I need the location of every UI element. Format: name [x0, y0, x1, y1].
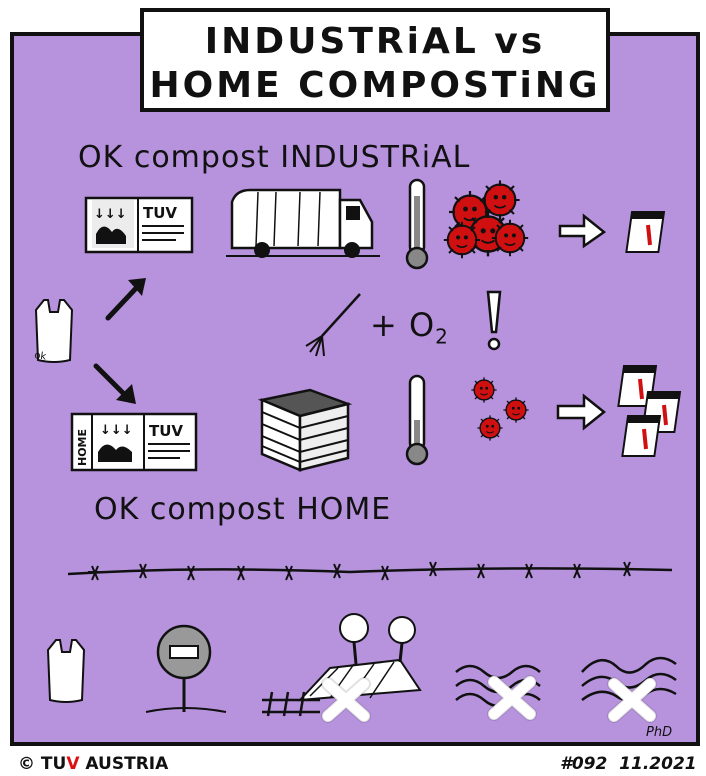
arrow-down-right-icon	[96, 366, 136, 404]
calendar-stack-icon	[618, 366, 680, 456]
compost-bin-icon	[262, 390, 348, 470]
bacteria-small-icon	[471, 377, 528, 440]
bag-logo-text: ok	[34, 350, 48, 363]
issue-date: 11.2021	[619, 754, 696, 774]
sea-water-icon	[582, 658, 676, 716]
issue-footer: #092 11.2021	[560, 754, 697, 774]
austria-text: AUSTRIA	[80, 754, 169, 774]
oxygen-label: + O2	[370, 306, 449, 348]
garden-field-icon	[262, 614, 420, 716]
plastic-bag-bottom-icon	[48, 640, 84, 702]
no-entry-sign-icon	[146, 626, 226, 712]
fresh-water-icon	[456, 666, 540, 714]
thermometer-hot-icon	[407, 180, 427, 268]
card-tuv-text: TUV	[143, 204, 177, 222]
pitchfork-icon	[306, 294, 360, 356]
card-arrows-text: ↓↓↓	[94, 207, 127, 222]
thermometer-mild-icon	[407, 376, 427, 464]
arrow-right-icon-bottom	[558, 396, 604, 428]
bacteria-large-icon	[444, 180, 528, 258]
barbed-wire-divider	[68, 562, 672, 580]
calendar-icon	[626, 212, 664, 252]
card-arrows-text-home: ↓↓↓	[100, 423, 133, 438]
copyright-footer: © TUV AUSTRIA	[18, 754, 168, 774]
arrow-up-right-icon	[108, 278, 146, 318]
garbage-truck-icon	[226, 190, 380, 258]
copyright-text: © TU	[18, 754, 66, 774]
oxygen-text: + O	[370, 306, 435, 344]
card-tuv-text-home: TUV	[149, 422, 183, 440]
issue-number: #092	[560, 754, 607, 774]
arrow-right-icon	[560, 216, 604, 246]
copyright-v: V	[66, 754, 79, 774]
oxygen-subscript: 2	[435, 324, 449, 348]
signature: PhD	[646, 725, 672, 740]
card-home-side-text: HOME	[76, 429, 89, 466]
exclamation-icon	[488, 292, 500, 349]
